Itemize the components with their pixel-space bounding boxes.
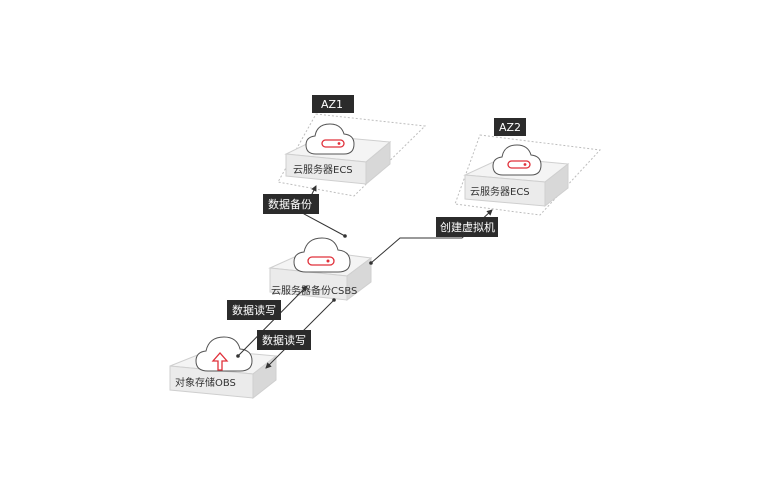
az2-tag [494, 118, 526, 136]
csbs-box-right [346, 257, 372, 301]
create-vm-tag: 创建虚拟机 [436, 217, 498, 237]
obs-label: 对象存储OBS [175, 376, 236, 389]
ecs-az2-label: 云服务器ECS [470, 185, 530, 198]
csbs-cloud-icon [293, 237, 351, 273]
az2-zone-border [454, 134, 602, 216]
az2-label: AZ2 [499, 121, 521, 134]
ecs-az1-label: 云服务器ECS [293, 163, 353, 176]
read-write-label-1: 数据读写 [232, 303, 276, 317]
read-write-tag-1: 数据读写 [227, 300, 281, 320]
ecs-az2-box-right [544, 162, 569, 208]
create-vm-connector-start-dot [369, 261, 373, 265]
create-vm-label: 创建虚拟机 [440, 220, 495, 234]
backup-connector-start-dot [343, 234, 347, 238]
ecs-az2-node: 云服务器ECS [463, 144, 570, 208]
csbs-label: 云服务器备份CSBS [271, 284, 357, 297]
az2-zone: AZ2 [454, 118, 602, 216]
backup-label: 数据备份 [268, 197, 312, 211]
ecs-az1-node: 云服务器ECS [284, 123, 392, 186]
csbs-node: 云服务器备份CSBS [268, 237, 373, 301]
read-write-label-2: 数据读写 [262, 333, 306, 347]
read-write-tag-2: 数据读写 [257, 330, 311, 350]
obs-node: 对象存储OBS [169, 336, 278, 400]
read-write-connector-1-start-dot [236, 354, 240, 358]
az1-label: AZ1 [321, 98, 343, 111]
backup-tag: 数据备份 [263, 194, 319, 214]
obs-cloud-icon [195, 336, 253, 372]
ecs-az2-cloud-icon [492, 144, 542, 176]
az1-tag [312, 95, 354, 113]
read-write-connector-2-start-dot [332, 298, 336, 302]
upload-arrow-icon [211, 352, 229, 371]
read-write-connector-1 [237, 285, 308, 357]
ecs-az1-box-right [365, 140, 391, 186]
ecs-az1-cloud-icon [305, 123, 355, 155]
